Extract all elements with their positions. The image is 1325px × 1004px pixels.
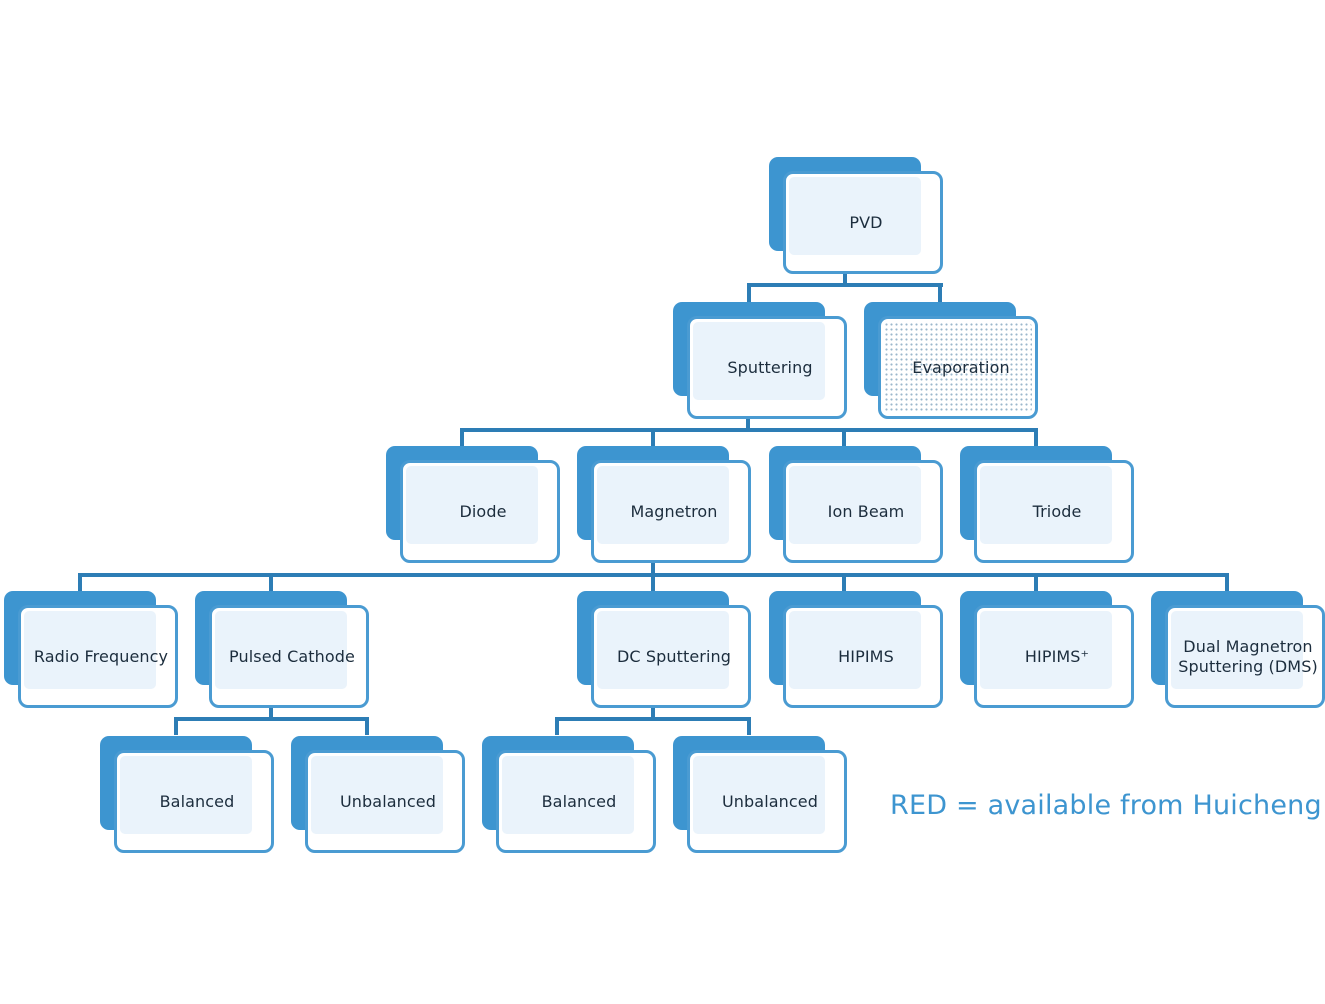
node-label: Triode xyxy=(1032,501,1082,521)
node-hipims-plus: HIPIMS⁺ xyxy=(960,591,1134,708)
node-ion-beam: Ion Beam xyxy=(769,446,943,563)
connector xyxy=(555,717,751,721)
node-label: PVD xyxy=(849,212,883,232)
node-magnetron: Magnetron xyxy=(577,446,751,563)
connector xyxy=(747,283,943,287)
connector xyxy=(460,428,1038,432)
legend-text: RED = available from Huicheng xyxy=(890,790,1322,821)
connector xyxy=(1034,573,1038,591)
node-label: Unbalanced xyxy=(340,791,436,811)
node-dc-unbalanced: Unbalanced xyxy=(673,736,847,853)
connector xyxy=(174,717,369,721)
node-label: Radio Frequency xyxy=(33,646,169,666)
node-pulsed-cathode: Pulsed Cathode xyxy=(195,591,369,708)
node-label: Dual Magnetron Sputtering (DMS) xyxy=(1168,608,1325,705)
node-hipims: HIPIMS xyxy=(769,591,943,708)
node-label: HIPIMS⁺ xyxy=(1024,646,1090,666)
node-label: Pulsed Cathode xyxy=(229,646,355,666)
connector xyxy=(747,283,751,302)
connector xyxy=(1225,573,1229,591)
connector xyxy=(555,717,559,735)
node-pvd: PVD xyxy=(769,157,943,274)
node-label: DC Sputtering xyxy=(616,646,732,666)
node-label: Balanced xyxy=(159,791,235,811)
connector xyxy=(365,717,369,735)
connector xyxy=(174,717,178,735)
node-evaporation: Evaporation xyxy=(864,302,1038,419)
node-dc-sputtering: DC Sputtering xyxy=(577,591,751,708)
node-label-line: Sputtering (DMS) xyxy=(1178,656,1318,676)
node-dc-balanced: Balanced xyxy=(482,736,656,853)
connector xyxy=(938,283,942,302)
node-label: Magnetron xyxy=(630,501,718,521)
node-label: Evaporation xyxy=(912,357,1010,377)
connector xyxy=(747,717,751,735)
connector xyxy=(651,428,655,446)
connector xyxy=(1034,428,1038,446)
connector xyxy=(269,705,273,719)
node-label: Diode xyxy=(459,501,507,521)
node-label: Sputtering xyxy=(727,357,813,377)
node-diode: Diode xyxy=(386,446,560,563)
node-triode: Triode xyxy=(960,446,1134,563)
node-label: Balanced xyxy=(541,791,617,811)
connector xyxy=(651,573,655,591)
node-label: Unbalanced xyxy=(722,791,818,811)
connector xyxy=(746,416,750,430)
connector xyxy=(78,573,82,591)
node-label: HIPIMS xyxy=(838,646,894,666)
connector xyxy=(460,428,464,446)
node-sputtering: Sputtering xyxy=(673,302,847,419)
node-pc-unbalanced: Unbalanced xyxy=(291,736,465,853)
node-radio-frequency: Radio Frequency xyxy=(4,591,178,708)
connector xyxy=(843,272,847,285)
node-label-line: Dual Magnetron xyxy=(1183,636,1313,656)
node-label: Ion Beam xyxy=(827,501,905,521)
connector xyxy=(269,573,273,591)
connector xyxy=(651,705,655,719)
connector xyxy=(842,428,846,446)
node-dms: Dual Magnetron Sputtering (DMS) xyxy=(1151,591,1325,708)
node-pc-balanced: Balanced xyxy=(100,736,274,853)
connector xyxy=(842,573,846,591)
